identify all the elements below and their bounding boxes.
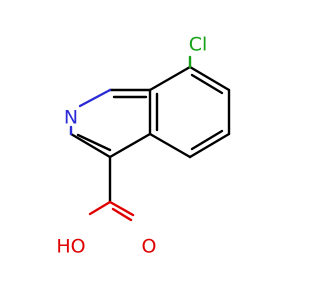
bond-c3-c4-inner <box>76 133 112 152</box>
bond-n-c1 <box>78 88 112 108</box>
hydroxyl-group-label: HO <box>56 236 85 258</box>
bond-c-o-double-1 <box>108 200 135 217</box>
bond-c8-c7 <box>188 65 231 92</box>
bond-c8-c7-inner <box>190 73 224 95</box>
bond-c-o-double-2 <box>111 207 133 222</box>
bond-c4a-c4 <box>108 132 152 159</box>
bond-c6-c5 <box>188 132 231 159</box>
bond-c5-c4a <box>148 132 192 159</box>
carbonyl-oxygen-label: O <box>142 236 157 258</box>
bond-c-oh <box>88 200 112 216</box>
bond-c8a-c8 <box>148 65 192 92</box>
structure-diagram: Cl N O HO <box>56 34 231 258</box>
bond-c4-c3 <box>69 132 112 159</box>
bond-c6-c5-inner <box>190 129 224 151</box>
chlorine-atom-label: Cl <box>189 34 208 56</box>
nitrogen-atom-label: N <box>64 107 78 129</box>
